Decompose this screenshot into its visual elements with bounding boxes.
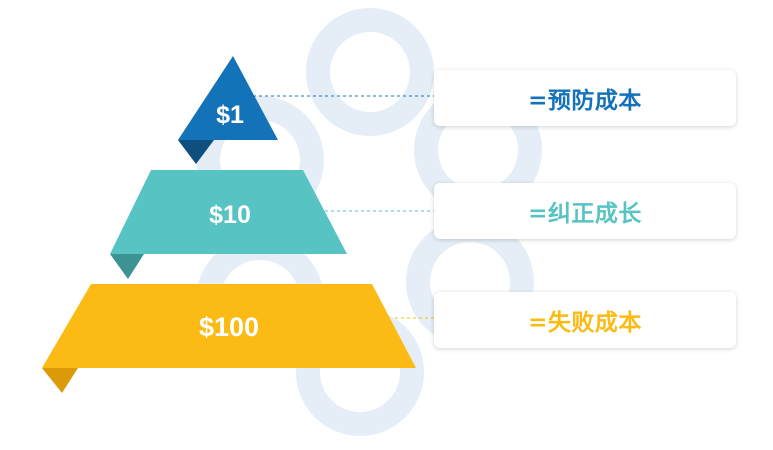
pyramid-tier-1: $1 [178, 56, 278, 164]
tier-3-description-box: =失败成本 [434, 292, 736, 348]
tier-1-value-label: $1 [216, 101, 244, 129]
tier-2-value-label: $10 [209, 201, 251, 229]
tier-2-fold [110, 254, 144, 279]
tier-3-value-label: $100 [199, 312, 259, 342]
pyramid-tier-2: $10 [110, 170, 347, 279]
tier-2-description-box: =纠正成长 [434, 183, 736, 239]
tier-3-band [42, 284, 416, 368]
tier-3-fold [42, 368, 78, 393]
tier-1-fold [178, 140, 214, 164]
tier-1-description: =预防成本 [528, 88, 642, 114]
tier-3-description: =失败成本 [528, 310, 642, 336]
tier-2-description: =纠正成长 [528, 201, 642, 227]
tier-1-triangle [178, 56, 278, 140]
tier-2-band [110, 170, 347, 254]
pyramid-tier-3: $100 [42, 284, 416, 393]
tier-1-description-box: =预防成本 [434, 70, 736, 126]
